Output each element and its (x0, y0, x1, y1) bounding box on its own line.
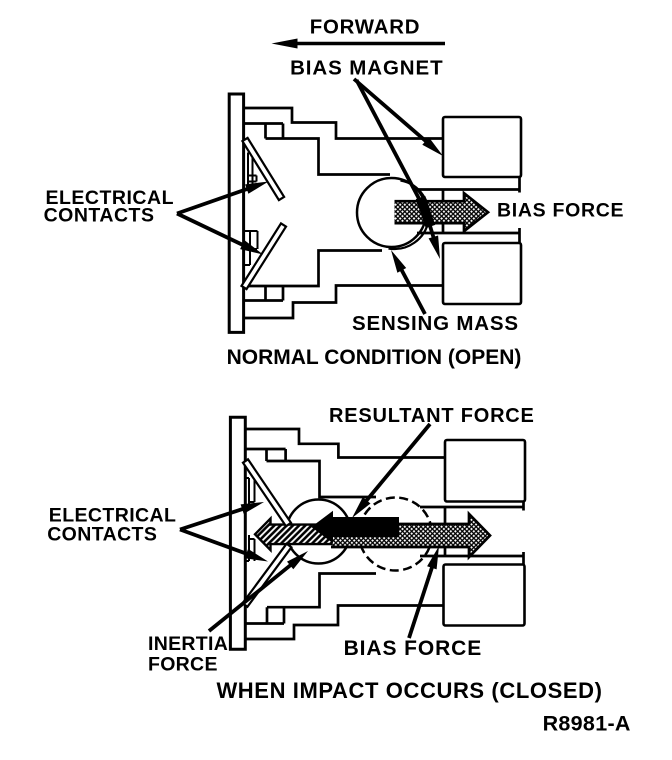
svg-text:RESULTANT FORCE: RESULTANT FORCE (329, 405, 535, 427)
svg-text:ELECTRICAL: ELECTRICAL (46, 187, 175, 209)
svg-text:SENSING MASS: SENSING MASS (352, 312, 519, 335)
svg-text:FORWARD: FORWARD (310, 17, 421, 39)
svg-text:BIAS FORCE: BIAS FORCE (497, 199, 624, 221)
svg-text:NORMAL CONDITION (OPEN): NORMAL CONDITION (OPEN) (227, 346, 522, 369)
svg-text:BIAS FORCE: BIAS FORCE (344, 637, 483, 660)
svg-text:ELECTRICAL: ELECTRICAL (49, 505, 177, 527)
svg-text:BIAS MAGNET: BIAS MAGNET (290, 57, 443, 80)
svg-text:R8981-A: R8981-A (543, 712, 631, 736)
svg-text:INERTIA: INERTIA (148, 633, 228, 655)
svg-text:FORCE: FORCE (148, 653, 218, 675)
svg-text:CONTACTS: CONTACTS (44, 205, 155, 227)
svg-text:WHEN IMPACT OCCURS (CLOSED): WHEN IMPACT OCCURS (CLOSED) (216, 678, 602, 703)
svg-text:CONTACTS: CONTACTS (47, 523, 157, 545)
